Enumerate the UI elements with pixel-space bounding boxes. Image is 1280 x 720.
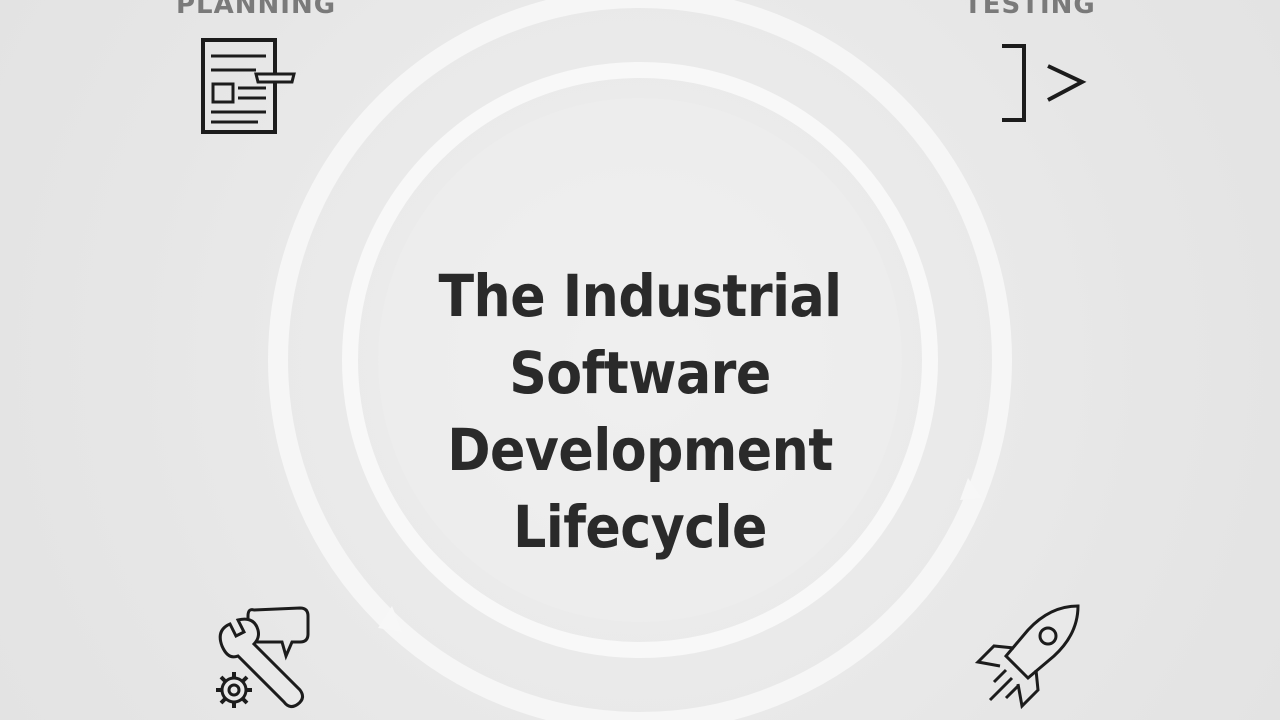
planning-label: PLANNING — [176, 0, 337, 20]
terminal-prompt-icon — [1002, 44, 1087, 122]
ring-arrow-left — [378, 606, 402, 632]
center-disc — [378, 98, 902, 622]
title-line-1: The Industrial — [438, 262, 842, 330]
rocket-icon — [974, 604, 1080, 710]
outer-ring — [268, 0, 1012, 720]
diagram-title: The Industrial Software Development Life… — [340, 258, 940, 566]
document-icon — [201, 38, 296, 134]
ring-arrow-right — [960, 478, 982, 500]
title-line-3: Lifecycle — [513, 493, 767, 561]
testing-label: TESTING — [964, 0, 1096, 20]
title-line-2: Software Development — [447, 339, 833, 484]
wrench-gear-chat-icon — [216, 606, 310, 709]
inner-ring — [342, 62, 938, 658]
